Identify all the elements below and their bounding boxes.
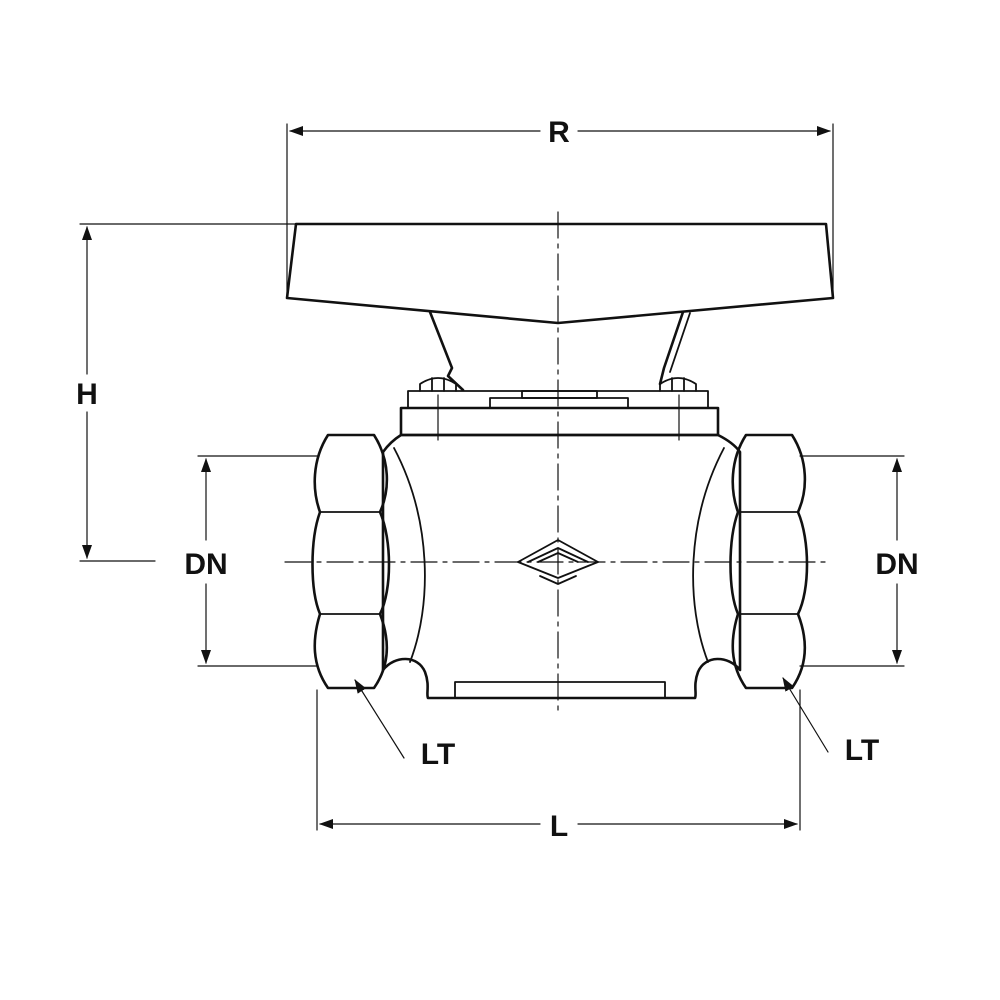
centerlines (284, 211, 831, 711)
bonnet (399, 377, 720, 441)
left-hex-nut (311, 433, 391, 690)
dimension-h: H (76, 223, 297, 562)
handle (285, 222, 835, 325)
label-lt-right: LT (845, 734, 879, 767)
dimension-l: L (316, 689, 801, 843)
leader-lt-left: LT (354, 679, 455, 771)
leader-lt-right: LT (782, 677, 879, 767)
label-l: L (550, 810, 568, 843)
label-lt-left: LT (421, 738, 455, 771)
logo-icon (517, 539, 599, 585)
dimension-dn-right: DN (799, 455, 919, 667)
dimension-dn-left: DN (184, 455, 319, 667)
label-dn-left: DN (184, 548, 227, 581)
label-h: H (76, 378, 98, 411)
dimension-r: R (286, 116, 834, 297)
valve-body (381, 433, 742, 700)
label-r: R (548, 116, 570, 149)
label-dn-right: DN (875, 548, 918, 581)
